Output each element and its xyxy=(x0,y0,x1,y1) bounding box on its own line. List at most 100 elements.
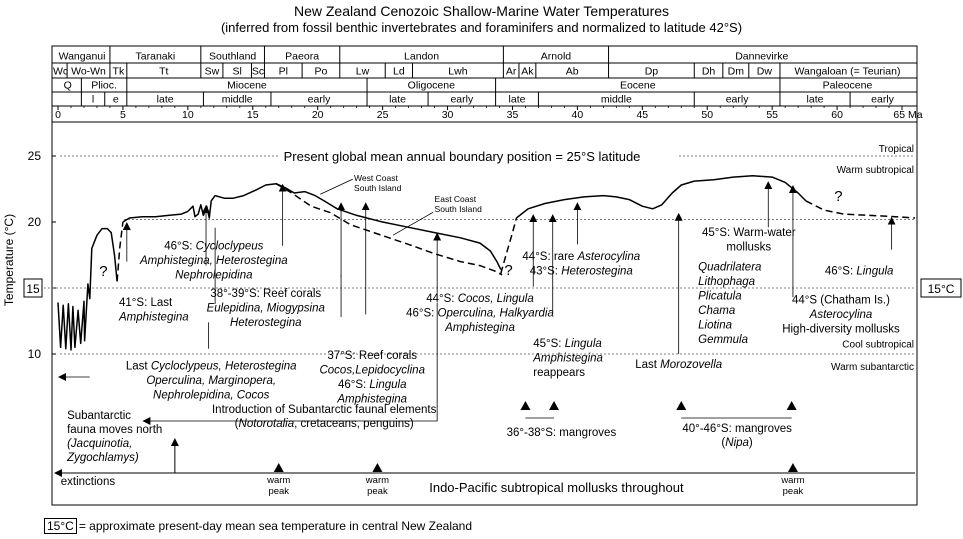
event-arrow-head xyxy=(54,469,62,477)
plot-frame xyxy=(51,45,918,506)
fossil-annotation: Lithophaga xyxy=(698,276,755,288)
fossil-annotation-span: Amphistegina xyxy=(532,353,603,365)
warm-peak-triangle xyxy=(273,463,284,472)
header-cell-stage_row: Lwh xyxy=(448,66,467,78)
x-tick-label: 35 xyxy=(507,109,519,121)
header-cell-subepoch_row: early xyxy=(308,94,332,106)
header-cell-subepoch_row: l xyxy=(92,94,94,106)
fossil-annotation: Amphistegina xyxy=(532,353,603,365)
header-cell-series_row: Dannevirke xyxy=(735,51,788,63)
fossil-annotation-span: Lithophaga xyxy=(698,276,755,288)
fossil-annotation: 45°S: Warm-water xyxy=(702,227,796,239)
fossil-annotation-span: Eulepidina, Miogypsina xyxy=(207,302,325,314)
event-fauna-north: Subantarctic xyxy=(67,410,131,422)
fossil-annotation-span: Lingula xyxy=(856,266,893,278)
header-cell-subepoch_row: middle xyxy=(222,94,253,106)
header-cell-stage_row: Dm xyxy=(728,66,745,78)
event-arrow-line xyxy=(149,302,438,422)
warm-peak-label: warm xyxy=(780,475,804,486)
fossil-annotation: 44°S (Chatham Is.) xyxy=(792,295,890,307)
fossil-annotation: 43°S: Heterostegina xyxy=(530,266,633,278)
header-cell-epoch_row: Miocene xyxy=(227,80,267,92)
header-cell-subepoch_row: early xyxy=(871,94,895,106)
event-mangroves-2-span: ( xyxy=(721,437,725,449)
fossil-annotation-span: 46°S: xyxy=(164,240,195,252)
fossil-annotation: Quadrilatera xyxy=(698,262,761,274)
header-cell-subepoch_row: late xyxy=(389,94,406,106)
fossil-annotation: Amphistegina xyxy=(444,322,515,334)
fossil-annotation-span: mollusks xyxy=(726,242,771,254)
fossil-annotation-span: Morozovella xyxy=(660,359,722,371)
fossil-annotation: 45°S: Lingula xyxy=(533,338,602,350)
fossil-annotation: 38°-39°S: Reef corals xyxy=(210,288,321,300)
fossil-annotation-span: Operculina, Halkyardia xyxy=(438,308,554,320)
curve-label-leader xyxy=(320,178,353,195)
fossil-annotation-span: Amphistegina xyxy=(444,322,515,334)
event-arrow-head xyxy=(142,417,151,425)
zone-label: Cool subtropical xyxy=(842,339,914,350)
fossil-annotation-span: Last xyxy=(126,361,151,373)
header-cell-subepoch_row: early xyxy=(450,94,474,106)
fossil-annotation: 41°S: Last xyxy=(119,297,173,309)
fossil-annotation-span: 38°-39°S: Reef corals xyxy=(210,288,321,300)
fossil-annotation: Amphistegina, Heterostegina xyxy=(139,255,288,267)
question-mark: ? xyxy=(99,263,107,280)
mangrove-triangle xyxy=(520,401,531,410)
fossil-annotation: Chama xyxy=(698,305,735,317)
x-tick-label: 60 xyxy=(831,109,843,121)
fossil-annotation: Amphistegina xyxy=(336,394,407,406)
fossil-annotation: reappears xyxy=(533,367,585,379)
header-cell-subepoch_row: e xyxy=(113,94,119,106)
warm-peak-triangle xyxy=(787,463,798,472)
event-mangroves-2: 40°-46°S: mangroves xyxy=(682,423,792,435)
chart-title: New Zealand Cenozoic Shallow-Marine Wate… xyxy=(293,3,670,19)
x-tick-label: 20 xyxy=(312,109,324,121)
event-mangroves-2-span: 40°-46°S: mangroves xyxy=(682,423,792,435)
fossil-annotation-span: Operculina, Marginopera, xyxy=(146,375,276,387)
event-fauna-north: Zygochlamys) xyxy=(66,452,139,464)
fossil-annotation-span: Gemmula xyxy=(698,334,748,346)
temperature-curve xyxy=(275,183,503,276)
temperature-curve xyxy=(122,182,502,270)
header-cell-stage_row: Dp xyxy=(645,66,659,78)
fossil-annotation-span: 46°S: xyxy=(338,379,369,391)
y-axis-label: Temperature (°C) xyxy=(2,214,16,306)
header-cell-series_row: Wanganui xyxy=(59,51,106,63)
fossil-annotation: 44°S: Cocos, Lingula xyxy=(426,293,534,305)
fossil-annotation-span: Plicatula xyxy=(698,291,741,303)
fossil-annotation-span: Cocos, Lingula xyxy=(458,293,534,305)
fossil-annotation: Nephrolepidina, Cocos xyxy=(153,390,270,402)
zone-label: Warm subtropical xyxy=(837,165,914,176)
fossil-annotation-span: Asterocylina xyxy=(577,251,641,263)
fossil-annotation-span: Heterostegina xyxy=(230,317,302,329)
mangrove-triangle xyxy=(549,401,560,410)
curve-label: East Coast xyxy=(435,194,477,204)
fossil-annotation-span: Lingula xyxy=(565,338,602,350)
fossil-annotation: Nephrolepidina xyxy=(175,269,252,281)
header-cell-stage_row: Ab xyxy=(566,66,579,78)
event-arrow-head xyxy=(58,373,66,381)
fossil-annotation-span: 45°S: Warm-water xyxy=(702,227,796,239)
box-15-right xyxy=(920,278,962,298)
event-fauna-north: (Jacquinotia, xyxy=(67,438,132,450)
x-tick-label: 15 xyxy=(247,109,259,121)
fossil-annotation-span: 37°S: Reef corals xyxy=(327,350,417,362)
temperature-curve xyxy=(515,175,807,219)
mangrove-triangle xyxy=(676,401,687,410)
box-15-left-label: 15 xyxy=(26,282,40,296)
fossil-annotation-span: Last xyxy=(635,359,660,371)
header-cell-series_row: Taranaki xyxy=(136,51,176,63)
box-15-left xyxy=(23,278,43,298)
fossil-annotation: Eulepidina, Miogypsina xyxy=(207,302,325,314)
fossil-annotation-span: 45°S: xyxy=(533,338,564,350)
fossil-annotation-span: 43°S: xyxy=(530,266,561,278)
event-subantarctic-intro: (Notorotalia, cretaceans, penguins) xyxy=(235,418,414,430)
warm-peak-label: warm xyxy=(365,475,389,486)
fossil-annotation-span: Cycloclypeus, Heterostegina xyxy=(151,361,297,373)
header-cell-epoch_row: Eocene xyxy=(620,80,656,92)
fossil-annotation-span: 44°S: xyxy=(426,293,457,305)
header-cell-stage_row: Pl xyxy=(279,66,288,78)
warm-peak-label: warm xyxy=(266,475,290,486)
x-tick-label: 0 xyxy=(55,109,61,121)
header-cell-stage_row: Wangaloan (= Teurian) xyxy=(795,66,901,78)
